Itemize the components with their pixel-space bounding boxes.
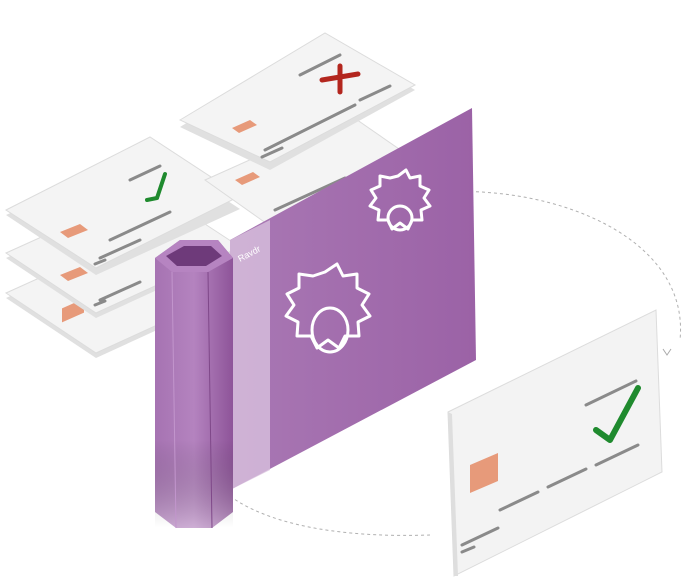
- flow-path-dashed: [192, 190, 681, 536]
- check-icon: [145, 172, 167, 202]
- chip-icon: [470, 453, 498, 493]
- hex-tube: [155, 240, 233, 529]
- gear-icon: [284, 262, 372, 354]
- gear-icon: [368, 168, 432, 232]
- chip-icon: [60, 224, 88, 238]
- plus-cross-icon: [319, 63, 361, 95]
- card: [178, 32, 417, 170]
- flow-arrow: [662, 348, 672, 356]
- chip-icon: [232, 120, 257, 133]
- card: [4, 136, 242, 275]
- card-stack-right: [178, 32, 417, 227]
- processor-panel: Ravdr: [230, 108, 476, 490]
- output-card: [447, 309, 663, 577]
- check-icon: [593, 385, 641, 443]
